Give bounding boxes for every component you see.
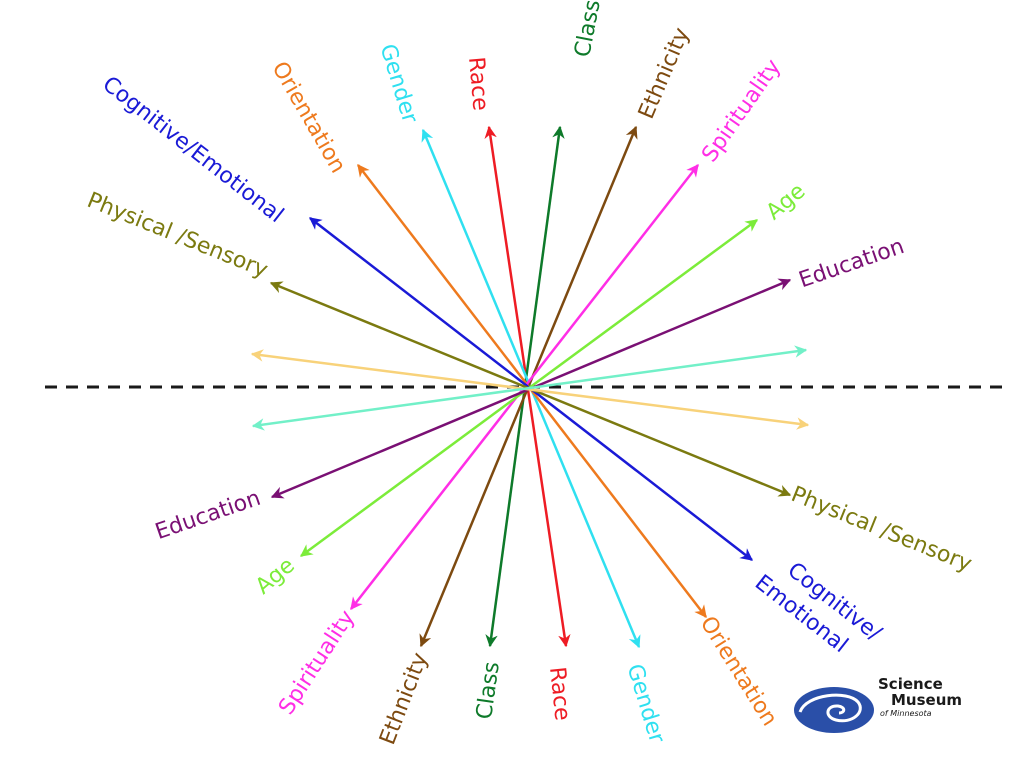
science-museum-logo: Science Museum of Minnesota bbox=[794, 675, 962, 733]
label-class-upper: Class bbox=[570, 0, 606, 59]
label-ethnicity-lower: Ethnicity bbox=[375, 649, 433, 748]
logo-text-minnesota: of Minnesota bbox=[880, 709, 932, 718]
label-ethnicity-upper: Ethnicity bbox=[634, 24, 695, 122]
logo-swirl-line-icon bbox=[798, 693, 862, 723]
label-orientation-upper: Orientation bbox=[267, 58, 351, 178]
label-class-lower: Class bbox=[472, 660, 505, 721]
label-cognitive-emotional-lower: Cognitive/Emotional bbox=[750, 547, 886, 670]
arrow-unlabeled-b bbox=[251, 345, 808, 431]
label-physical-lower: Physical /Sensory bbox=[788, 482, 976, 577]
label-education-lower: Education bbox=[152, 486, 264, 545]
label-gender-upper: Gender bbox=[375, 41, 423, 127]
label-education-upper: Education bbox=[796, 234, 908, 293]
label-race-lower: Race bbox=[544, 666, 574, 722]
label-gender-lower: Gender bbox=[622, 661, 670, 747]
label-race-upper: Race bbox=[463, 56, 493, 112]
logo-text-science: Science bbox=[878, 675, 943, 693]
label-spirituality-upper: Spirituality bbox=[697, 55, 786, 167]
label-age-upper: Age bbox=[762, 179, 811, 226]
logo-text-museum: Museum bbox=[891, 691, 962, 709]
label-spirituality-lower: Spirituality bbox=[274, 606, 360, 720]
label-orientation-lower: Orientation bbox=[695, 612, 782, 731]
arrows-group bbox=[250, 125, 810, 649]
label-age-lower: Age bbox=[251, 553, 300, 600]
